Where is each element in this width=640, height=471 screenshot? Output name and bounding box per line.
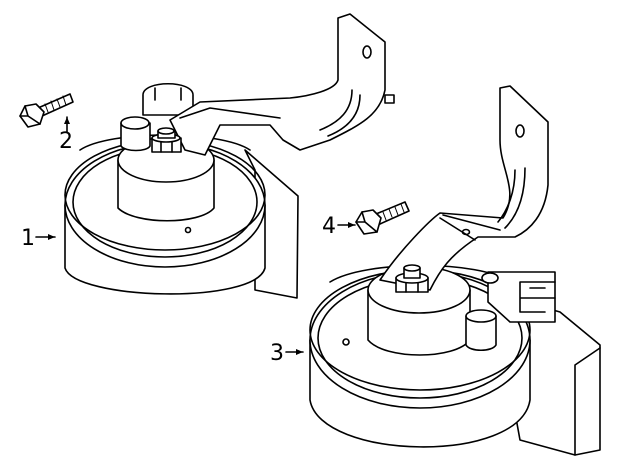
horn-right-part-3 (309, 85, 601, 456)
bolt-part-4 (355, 201, 410, 235)
callout-label-2: 2 (59, 129, 73, 154)
callout-label-3: 3 (270, 341, 284, 366)
callout-label-1: 1 (21, 226, 35, 251)
callouts: 1 2 3 4 (21, 116, 356, 366)
callout-label-4: 4 (322, 214, 336, 239)
bolt-part-2 (19, 93, 74, 128)
horn-left-part-1 (64, 13, 395, 299)
